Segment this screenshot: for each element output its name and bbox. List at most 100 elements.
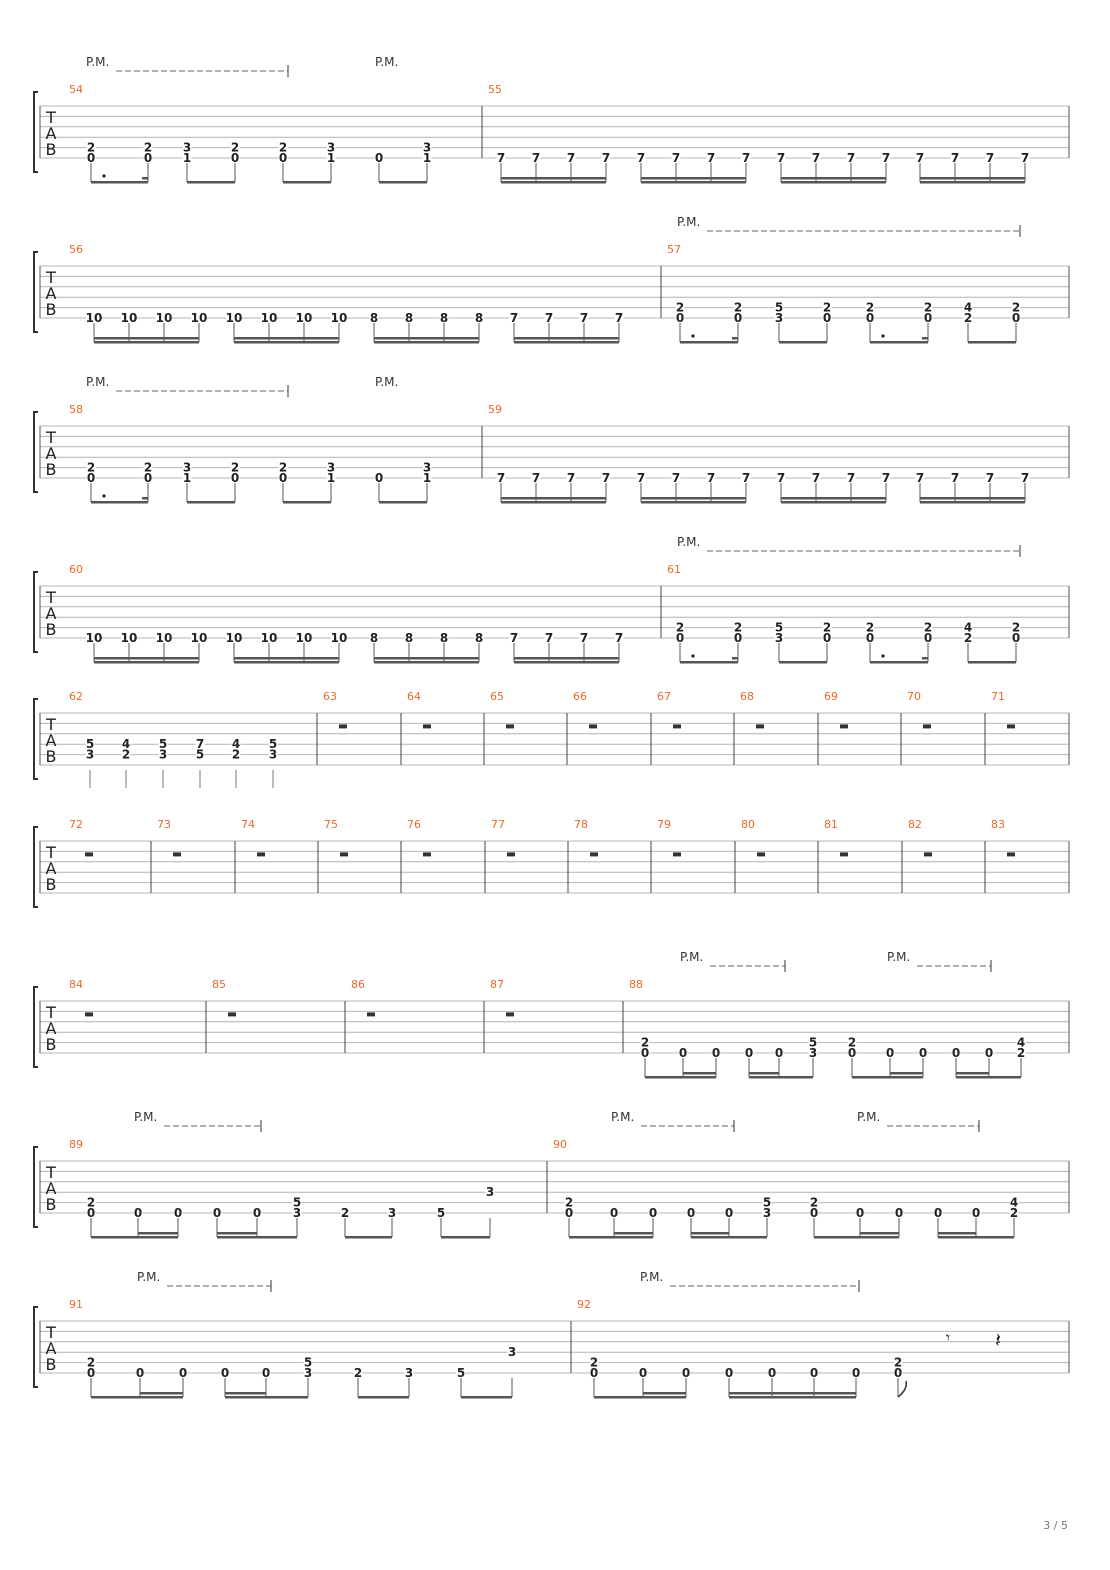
fret-background — [261, 1367, 271, 1379]
fret-background — [744, 1047, 754, 1059]
rest-symbol — [506, 724, 514, 729]
fret-background — [808, 1036, 818, 1049]
tab-clef-letter: T — [45, 1163, 56, 1182]
measure-number: 63 — [323, 690, 337, 703]
system-bracket — [33, 411, 38, 493]
fret-number: 0 — [279, 471, 287, 485]
beam — [691, 1232, 729, 1235]
fret-background — [230, 141, 240, 154]
fret-background — [686, 1207, 696, 1219]
fret-background — [182, 141, 192, 154]
fret-background — [340, 1207, 350, 1219]
fret-background — [881, 152, 891, 164]
fret-background — [456, 1367, 466, 1379]
fret-background — [822, 621, 832, 634]
fret-background — [589, 1356, 599, 1369]
palm-mute: P.M. — [86, 375, 289, 397]
fret-background — [681, 1367, 691, 1379]
fret-number: 5 — [304, 1356, 312, 1370]
tab-clef-letter: B — [46, 1195, 57, 1214]
rest-symbol — [85, 852, 93, 857]
fret-background — [261, 312, 277, 324]
tab-clef-letter: B — [46, 620, 57, 639]
beam — [501, 497, 606, 500]
fret-background — [422, 141, 432, 154]
measure-number: 81 — [824, 818, 838, 831]
fret-number: 2 — [87, 1356, 95, 1370]
fret-number: 0 — [687, 1206, 695, 1220]
page-number: 3 / 5 — [1043, 1519, 1068, 1532]
fret-background — [564, 1207, 574, 1219]
fret-background — [566, 152, 576, 164]
fret-number: 0 — [866, 311, 874, 325]
beam — [691, 1236, 767, 1239]
palm-mute: P.M. — [86, 55, 289, 77]
fret-background — [724, 1207, 734, 1219]
measure-number: 75 — [324, 818, 338, 831]
rhythm-dot — [881, 334, 885, 338]
fret-background — [950, 152, 960, 164]
fret-number: 5 — [196, 748, 204, 762]
fret-number: 10 — [86, 631, 103, 645]
fret-background — [589, 1367, 599, 1379]
fret-number: 3 — [388, 1206, 396, 1220]
fret-number: 0 — [610, 1206, 618, 1220]
fret-number: 7 — [882, 471, 890, 485]
fret-number: 8 — [475, 311, 483, 325]
beam — [461, 1396, 512, 1399]
fret-number: 10 — [261, 631, 278, 645]
fret-number: 10 — [121, 631, 138, 645]
beam — [680, 341, 738, 344]
fret-background — [85, 738, 95, 751]
measure-number: 77 — [491, 818, 505, 831]
beam — [729, 1392, 856, 1395]
measure-number: 56 — [69, 243, 83, 256]
fret-number: 8 — [370, 311, 378, 325]
fret-background — [331, 632, 347, 644]
fret-number: 0 — [712, 1046, 720, 1060]
fret-background — [268, 748, 278, 761]
beam — [234, 337, 339, 340]
fret-number: 0 — [725, 1206, 733, 1220]
fret-number: 0 — [253, 1206, 261, 1220]
fret-background — [776, 152, 786, 164]
fret-number: 0 — [856, 1206, 864, 1220]
beam — [922, 657, 928, 660]
beam — [594, 1396, 686, 1399]
tab-clef-letter: T — [45, 428, 56, 447]
fret-background — [923, 632, 933, 644]
fret-background — [865, 301, 875, 314]
fret-background — [865, 312, 875, 324]
fret-background — [1011, 621, 1021, 634]
fret-number: 5 — [775, 301, 783, 315]
tab-clef-letter: A — [46, 731, 57, 750]
fret-number: 7 — [602, 151, 610, 165]
measure-number: 72 — [69, 818, 83, 831]
fret-number: 0 — [734, 311, 742, 325]
rhythm-dot — [102, 494, 106, 498]
system-bracket — [33, 1306, 38, 1388]
palm-mute-label: P.M. — [677, 535, 700, 549]
palm-mute-label: P.M. — [134, 1110, 157, 1124]
fret-number: 0 — [375, 151, 383, 165]
fret-background — [143, 472, 153, 484]
tab-clef-letter: T — [45, 715, 56, 734]
beam — [142, 177, 148, 180]
fret-background — [648, 1207, 658, 1219]
rest-symbol — [840, 852, 848, 857]
fret-number: 7 — [707, 471, 715, 485]
fret-number: 2 — [144, 461, 152, 475]
fret-background — [809, 1367, 819, 1379]
fret-background — [212, 1207, 222, 1219]
rest-symbol — [840, 724, 848, 729]
measure-number: 70 — [907, 690, 921, 703]
fret-background — [86, 1367, 96, 1379]
fret-number: 2 — [924, 621, 932, 635]
fret-number: 7 — [1021, 151, 1029, 165]
palm-mute: P.M. — [375, 55, 398, 69]
fret-number: 7 — [615, 631, 623, 645]
fret-number: 1 — [327, 471, 335, 485]
beam — [234, 661, 339, 664]
